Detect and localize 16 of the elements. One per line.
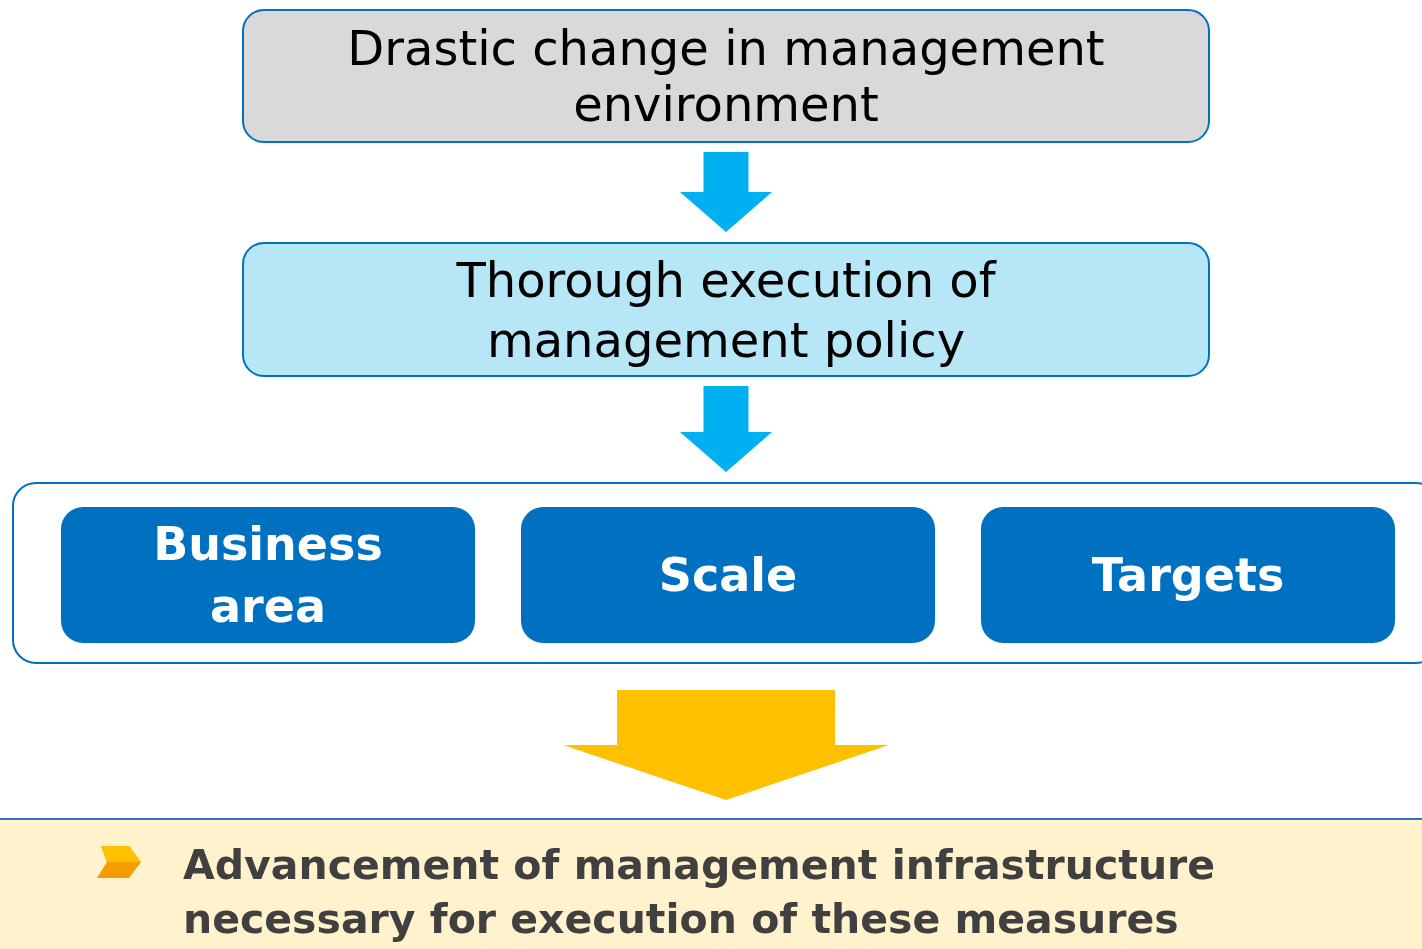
- box-label: Business area: [152, 516, 384, 635]
- block-arrow: [563, 690, 889, 800]
- block-arrow: [680, 386, 772, 472]
- box-label: Targets: [1091, 547, 1285, 604]
- box-label: Scale: [658, 547, 798, 604]
- group-container: [12, 482, 1422, 664]
- conclusion-text: Advancement of management infrastructure necessary for execution of these measures: [183, 840, 1217, 945]
- box-label: Drastic change in management environment: [346, 20, 1106, 132]
- conclusion-band: [0, 818, 1422, 949]
- category-box: [981, 507, 1395, 643]
- block-arrow: [680, 152, 772, 232]
- category-box: [61, 507, 475, 643]
- process-box: [242, 9, 1210, 143]
- box-label: Thorough execution of management policy: [455, 250, 998, 370]
- process-box: [242, 242, 1210, 377]
- category-box: [521, 507, 935, 643]
